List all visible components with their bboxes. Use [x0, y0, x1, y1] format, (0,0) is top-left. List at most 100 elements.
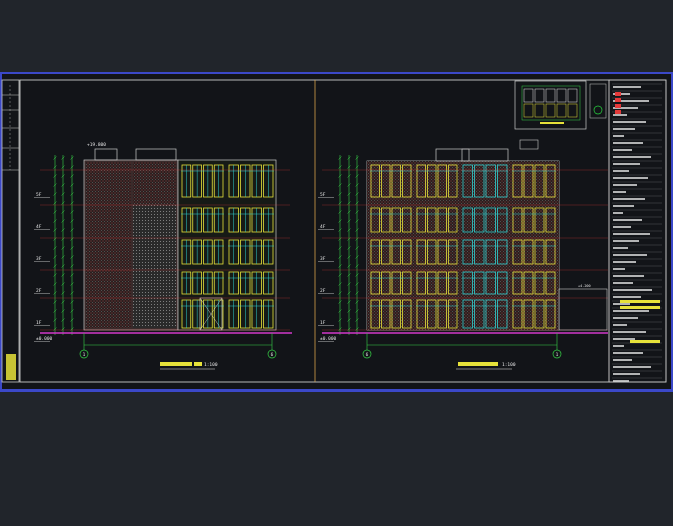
- dimension-tick: [70, 201, 74, 205]
- dimension-tick: [347, 165, 351, 169]
- dimension-tick: [338, 246, 342, 250]
- dimension-tick: [338, 255, 342, 259]
- dimension-tick: [355, 246, 359, 250]
- dimension-tick: [338, 183, 342, 187]
- window: [402, 207, 412, 233]
- dimension-tick: [70, 192, 74, 196]
- window: [370, 164, 380, 198]
- dimension-tick: [347, 291, 351, 295]
- window: [391, 239, 401, 265]
- dimension-tick: [53, 228, 57, 232]
- window: [497, 299, 508, 329]
- keyplan-cell: [545, 103, 556, 118]
- level-label: 3F: [320, 256, 326, 262]
- title-text-line: [613, 135, 624, 137]
- window: [448, 271, 458, 295]
- dimension-tick: [53, 156, 57, 160]
- title-text-line: [613, 149, 632, 151]
- dimension-tick: [61, 201, 65, 205]
- dimension-tick: [53, 210, 57, 214]
- title-text-line: [613, 219, 642, 221]
- dimension-tick: [61, 210, 65, 214]
- dimension-tick: [70, 156, 74, 160]
- dimension-tick: [355, 255, 359, 259]
- title-text-line: [613, 359, 632, 361]
- level-label: 3F: [36, 256, 42, 262]
- binding-strip: [1, 79, 20, 383]
- title-text-line: [613, 233, 650, 235]
- dimension-tick: [355, 291, 359, 295]
- window: [427, 299, 437, 329]
- dimension-tick: [338, 300, 342, 304]
- dimension-tick: [338, 318, 342, 322]
- dimension-tick: [355, 264, 359, 268]
- dimension-tick: [338, 282, 342, 286]
- window: [485, 239, 496, 265]
- title-text-line: [613, 93, 630, 95]
- dimension-tick: [53, 165, 57, 169]
- window: [416, 239, 426, 265]
- dimension-tick: [61, 300, 65, 304]
- window: [370, 207, 380, 233]
- key-plan: [514, 80, 587, 130]
- dimension-tick: [53, 300, 57, 304]
- title-text-line: [613, 184, 637, 186]
- dimension-tick: [53, 192, 57, 196]
- company-logo-box: [589, 83, 607, 119]
- title-text-line: [613, 373, 640, 375]
- title-highlight: [630, 340, 660, 343]
- window: [462, 271, 473, 295]
- dimension-tick: [61, 255, 65, 259]
- dimension-tick: [53, 309, 57, 313]
- window: [437, 164, 447, 198]
- dimension-tick: [347, 282, 351, 286]
- window: [427, 207, 437, 233]
- window: [437, 271, 447, 295]
- window: [485, 164, 496, 198]
- dimension-tick: [338, 192, 342, 196]
- title-text-line: [613, 380, 629, 382]
- window: [402, 299, 412, 329]
- window: [523, 207, 534, 233]
- window: [462, 239, 473, 265]
- level-label: 5F: [36, 192, 42, 198]
- dimension-tick: [338, 228, 342, 232]
- title-text-line: [613, 296, 641, 298]
- dimension-tick: [61, 309, 65, 313]
- left-floor-lines: [40, 169, 290, 331]
- window: [485, 299, 496, 329]
- level-label: 2F: [36, 288, 42, 294]
- title-text-line: [613, 345, 624, 347]
- dimension-tick: [338, 201, 342, 205]
- dimension-tick: [53, 273, 57, 277]
- dimension-tick: [355, 228, 359, 232]
- window: [437, 239, 447, 265]
- title-text-line: [613, 142, 643, 144]
- window: [416, 271, 426, 295]
- dimension-tick: [70, 309, 74, 313]
- level-label: 2F: [320, 288, 326, 294]
- window: [497, 164, 508, 198]
- window: [416, 164, 426, 198]
- window: [523, 271, 534, 295]
- left-axis-bubble-end: [267, 349, 277, 359]
- level-label: 5F: [320, 192, 326, 198]
- title-red-mark: [615, 110, 621, 114]
- window: [381, 239, 391, 265]
- window: [474, 164, 485, 198]
- dimension-tick: [70, 183, 74, 187]
- level-label: 1F: [320, 320, 326, 326]
- title-text-line: [613, 331, 646, 333]
- left-roof-parapet-b: [135, 148, 177, 161]
- right-elevation-title: 1:100: [456, 362, 516, 370]
- window: [474, 207, 485, 233]
- right-annex: [558, 288, 608, 331]
- workspace-top: [0, 0, 673, 72]
- dimension-tick: [347, 246, 351, 250]
- left-facade-hatch-a: [86, 162, 131, 328]
- window: [545, 207, 556, 233]
